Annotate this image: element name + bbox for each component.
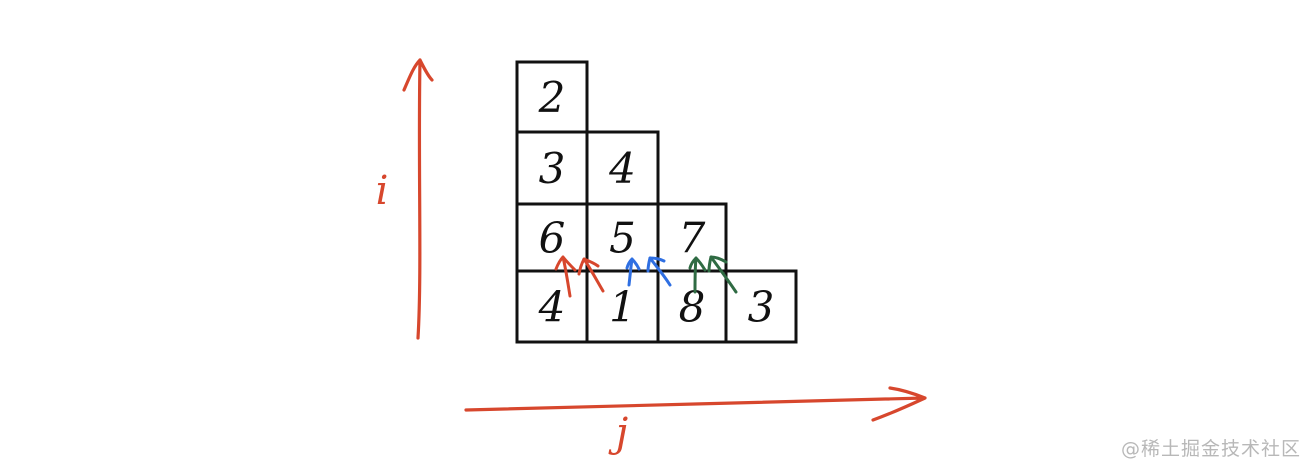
triangle-cell bbox=[515, 130, 589, 206]
dependency-arrow bbox=[646, 256, 672, 287]
triangle-cell-value: 7 bbox=[679, 214, 706, 263]
triangle-cell-value: 3 bbox=[748, 283, 775, 332]
i-axis-label: i bbox=[376, 168, 389, 214]
dependency-arrow bbox=[577, 257, 605, 293]
triangle-cell-value: 8 bbox=[679, 283, 706, 332]
triangle-cell-value: 3 bbox=[539, 144, 566, 193]
triangle-cell-value: 4 bbox=[608, 144, 636, 193]
dependency-arrow bbox=[554, 255, 577, 298]
dependency-arrow bbox=[688, 256, 707, 294]
triangle-cell-value: 1 bbox=[609, 283, 636, 332]
dependency-arrows bbox=[554, 255, 738, 298]
triangle-cell-value: 2 bbox=[538, 73, 566, 122]
dependency-arrow bbox=[707, 255, 738, 294]
triangle-cell bbox=[656, 202, 728, 273]
j-axis-label: j bbox=[608, 410, 628, 456]
dependency-arrow bbox=[625, 257, 641, 287]
i-axis-arrow bbox=[402, 58, 434, 340]
triangle-cell bbox=[515, 60, 589, 134]
j-axis-arrow bbox=[464, 386, 927, 422]
triangle-cell-value: 5 bbox=[609, 214, 636, 263]
triangle-cell-value: 6 bbox=[539, 214, 566, 263]
triangle-cell bbox=[724, 269, 798, 344]
watermark: @稀土掘金技术社区 bbox=[1120, 438, 1301, 460]
triangle-cell bbox=[515, 269, 589, 344]
triangle-cell-value: 4 bbox=[538, 283, 566, 332]
